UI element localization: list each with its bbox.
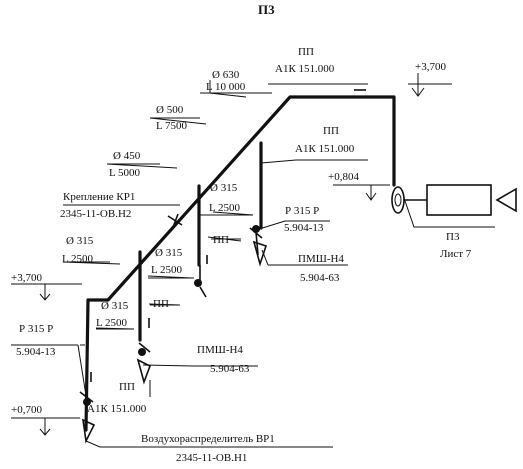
label-ref-sheet: Лист 7 xyxy=(440,248,472,260)
label-pp-mid: ПП xyxy=(213,234,229,246)
label-pp-bottom-code: А1К 151.000 xyxy=(87,403,147,415)
label-d450: Ø 450 xyxy=(113,150,141,162)
label-ref-title: П3 xyxy=(446,231,460,243)
label-mount-code: 2345-11-ОВ.Н2 xyxy=(60,208,131,220)
label-air-distributor: Воздухораспределитель ВР1 xyxy=(141,433,275,445)
leader-lines xyxy=(11,80,495,448)
label-d630: Ø 630 xyxy=(212,69,240,81)
label-p315-right: Р 315 Р xyxy=(285,205,319,217)
label-l315-left: L 2500 xyxy=(62,253,94,265)
label-l315-bm: L 2500 xyxy=(151,264,183,276)
label-pmsh-right: ПМШ-Н4 xyxy=(298,253,344,265)
level-marker-left-lower xyxy=(11,417,80,436)
label-d500: Ø 500 xyxy=(156,104,184,116)
label-l450: L 5000 xyxy=(109,167,141,179)
label-l315-bl: L 2500 xyxy=(96,317,128,329)
label-pp-right-code: А1К 151.000 xyxy=(295,143,355,155)
sheet-title: П3 xyxy=(258,2,275,17)
label-level-left-lower: +0,700 xyxy=(11,404,42,416)
label-l630: L 10 000 xyxy=(206,81,246,93)
label-l315-br: L 2500 xyxy=(209,202,241,214)
label-pp-low: ПП xyxy=(153,298,169,310)
label-p315-right-code: 5.904-13 xyxy=(284,222,324,234)
label-pmsh-left-code: 5.904-63 xyxy=(210,363,250,375)
label-level-mid-right: +0,804 xyxy=(328,171,359,183)
label-d315-left: Ø 315 xyxy=(66,235,94,247)
label-l500: L 7500 xyxy=(156,120,188,132)
label-level-left-upper: +3,700 xyxy=(11,272,42,284)
branch-left xyxy=(136,250,152,385)
label-d315-bl: Ø 315 xyxy=(101,300,129,312)
branch-right xyxy=(249,141,268,267)
label-level-top-right: +3,700 xyxy=(415,61,446,73)
level-marker-top-right xyxy=(408,73,452,97)
label-pp-bottom: ПП xyxy=(119,381,135,393)
label-d315-br: Ø 315 xyxy=(210,182,238,194)
label-pp-top: ПП xyxy=(298,46,314,58)
label-mount-title: Крепление КР1 xyxy=(63,191,135,203)
label-p315-left: Р 315 Р xyxy=(19,323,53,335)
label-pmsh-left: ПМШ-Н4 xyxy=(197,344,243,356)
fan-unit xyxy=(391,184,517,216)
label-d315-bm: Ø 315 xyxy=(155,247,183,259)
level-marker-left-upper xyxy=(11,283,82,301)
label-p315-left-code: 5.904-13 xyxy=(16,346,56,358)
label-air-distributor-code: 2345-11-ОВ.Н1 xyxy=(176,452,247,464)
level-marker-mid-right xyxy=(333,184,390,201)
label-pmsh-right-code: 5.904-63 xyxy=(300,272,340,284)
branch-mid xyxy=(194,184,208,298)
label-pp-right: ПП xyxy=(323,125,339,137)
label-pp-top-code: А1К 151.000 xyxy=(275,63,335,75)
